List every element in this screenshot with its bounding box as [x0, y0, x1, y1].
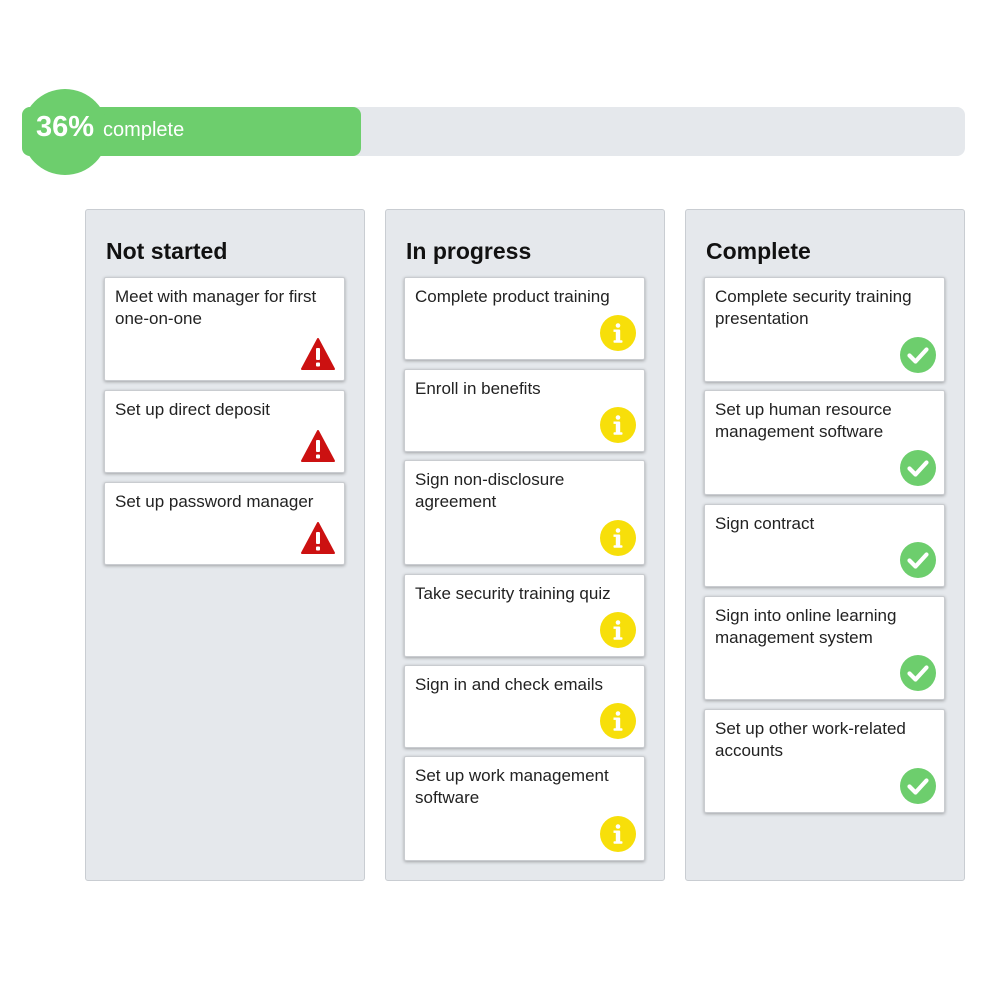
info-icon: [600, 315, 636, 351]
progress-badge: [22, 89, 108, 175]
task-card-text: Set up password manager: [115, 492, 314, 511]
check-circle-icon: [900, 542, 936, 578]
progress-percent: 36%: [36, 111, 95, 143]
task-card-text: Set up work management software: [415, 766, 609, 807]
check-circle-icon: [900, 337, 936, 373]
task-card-text: Set up human resource management softwar…: [715, 400, 892, 441]
progress-word: complete: [103, 119, 185, 141]
warning-icon: [301, 430, 335, 462]
task-card-text: Sign into online learning management sys…: [715, 606, 897, 647]
task-card-text: Take security training quiz: [415, 584, 611, 603]
task-card[interactable]: Set up work management software: [404, 756, 645, 861]
task-card-text: Set up direct deposit: [115, 400, 270, 419]
task-card[interactable]: Sign non-disclosure agreement: [404, 460, 645, 565]
progress-label: 36% complete: [36, 111, 184, 147]
task-card[interactable]: Complete security training presentation: [704, 277, 945, 382]
task-card[interactable]: Sign contract: [704, 504, 945, 587]
task-card-text: Meet with manager for first one-on-one: [115, 287, 317, 328]
column-in-progress: In progress Complete product training En…: [385, 209, 665, 881]
task-card-text: Complete security training presentation: [715, 287, 912, 328]
column-not-started: Not started Meet with manager for first …: [85, 209, 365, 881]
warning-icon: [301, 338, 335, 370]
task-card-text: Sign in and check emails: [415, 675, 604, 694]
task-card[interactable]: Take security training quiz: [404, 574, 645, 657]
task-card-text: Complete product training: [415, 287, 610, 306]
task-card-text: Sign contract: [715, 514, 815, 533]
check-circle-icon: [900, 655, 936, 691]
task-card[interactable]: Sign into online learning management sys…: [704, 596, 945, 700]
task-card-text: Enroll in benefits: [415, 379, 541, 398]
task-card[interactable]: Meet with manager for first one-on-one: [104, 277, 345, 381]
task-card[interactable]: Enroll in benefits: [404, 369, 645, 452]
task-card[interactable]: Set up other work-related accounts: [704, 709, 945, 813]
task-card[interactable]: Set up password manager: [104, 482, 345, 565]
info-icon: [600, 520, 636, 556]
task-card[interactable]: Complete product training: [404, 277, 645, 360]
info-icon: [600, 612, 636, 648]
task-card[interactable]: Set up direct deposit: [104, 390, 345, 473]
task-card-text: Set up other work-related accounts: [715, 719, 906, 760]
warning-icon: [301, 522, 335, 554]
task-card-text: Sign non-disclosure agreement: [415, 470, 565, 511]
info-icon: [600, 407, 636, 443]
task-card[interactable]: Set up human resource management softwar…: [704, 390, 945, 495]
column-title: Complete: [706, 238, 811, 264]
info-icon: [600, 816, 636, 852]
column-title: In progress: [406, 238, 532, 264]
column-title: Not started: [106, 238, 228, 264]
check-circle-icon: [900, 450, 936, 486]
column-complete: Complete Complete security training pres…: [685, 209, 965, 881]
task-card[interactable]: Sign in and check emails: [404, 665, 645, 748]
check-circle-icon: [900, 768, 936, 804]
info-icon: [600, 703, 636, 739]
progress-bar: [22, 107, 965, 156]
